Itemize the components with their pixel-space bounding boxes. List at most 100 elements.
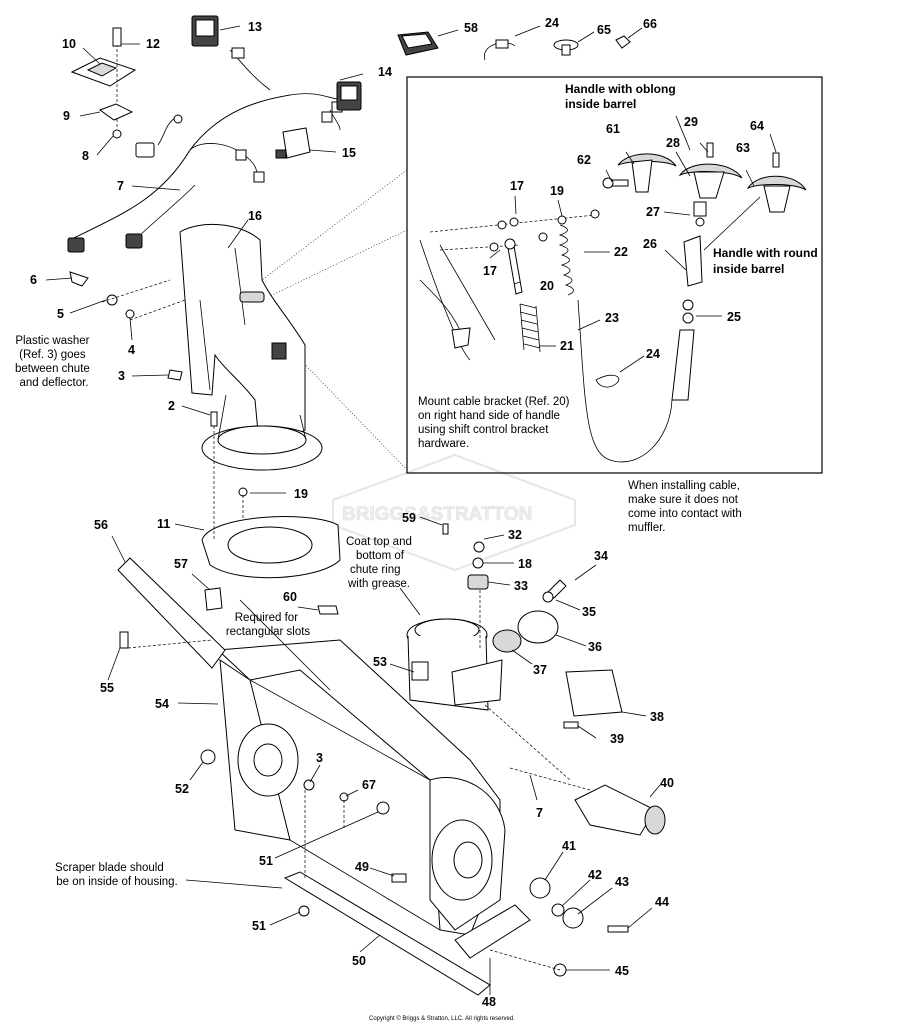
callout-62: 62	[577, 153, 591, 167]
note-plastic-washer: Plastic washer (Ref. 3) goes between chu…	[15, 335, 93, 389]
handle-28	[678, 163, 743, 199]
housing-54	[216, 639, 506, 936]
callout-45: 45	[615, 964, 629, 978]
nut-8	[112, 129, 122, 139]
callout-13: 13	[248, 20, 262, 34]
inset-washers	[489, 209, 600, 252]
inset-handle	[419, 214, 596, 361]
connector-15	[275, 127, 311, 159]
note-handle-round: Handle with round inside barrel	[713, 246, 821, 276]
wiring-harness	[67, 47, 346, 253]
callout-60: 60	[283, 590, 297, 604]
callout-15: 15	[342, 146, 356, 160]
note-handle-oblong: Handle with oblong inside barrel	[565, 82, 679, 111]
callout-54: 54	[155, 697, 169, 711]
skid-48	[454, 904, 531, 959]
callout-5: 5	[57, 307, 64, 321]
drive-parts	[442, 523, 666, 933]
inset-leader-lines	[261, 169, 408, 471]
callout-22: 22	[614, 245, 628, 259]
tie-24	[595, 374, 620, 388]
callout-39: 39	[610, 732, 624, 746]
callout-28: 28	[666, 136, 680, 150]
callout-3b: 3	[316, 751, 323, 765]
callout-48: 48	[482, 995, 496, 1009]
callout-16: 16	[248, 209, 262, 223]
screw-62	[602, 177, 629, 189]
callout-numbers: 13 12 10 9 8 7 14 15 58 24 65 66 16 6 5 …	[30, 16, 764, 1009]
plate-9	[98, 103, 134, 121]
note-required-slots: Required for rectangular slots	[226, 612, 311, 638]
note-coat-chute: Coat top and bottom of chute ring with g…	[346, 536, 415, 590]
callout-2: 2	[168, 399, 175, 413]
bracket-26	[683, 201, 707, 287]
callout-11: 11	[157, 517, 170, 531]
screw-64	[772, 152, 780, 168]
callout-29: 29	[684, 115, 698, 129]
callout-58: 58	[464, 21, 478, 35]
rod-20	[504, 238, 523, 295]
callout-42: 42	[588, 868, 602, 882]
callout-57: 57	[174, 557, 188, 571]
callout-43: 43	[615, 875, 629, 889]
callout-41: 41	[562, 839, 576, 853]
chute-mount	[406, 618, 503, 711]
callout-44: 44	[655, 895, 669, 909]
note-scraper: Scraper blade should be on inside of hou…	[55, 862, 178, 888]
spring-22	[557, 215, 574, 296]
callout-27: 27	[646, 205, 660, 219]
switch-13	[191, 15, 219, 47]
callout-63: 63	[736, 141, 750, 155]
callout-55: 55	[100, 681, 114, 695]
callout-19b: 19	[550, 184, 564, 198]
callout-6: 6	[30, 273, 37, 287]
callout-8: 8	[82, 149, 89, 163]
note-mount-bracket: Mount cable bracket (Ref. 20) on right h…	[418, 396, 573, 450]
callout-67: 67	[362, 778, 376, 792]
detail-inset-box	[406, 76, 823, 474]
callout-10: 10	[62, 37, 76, 51]
callout-4: 4	[128, 343, 135, 357]
callout-14: 14	[378, 65, 392, 79]
callout-9: 9	[63, 109, 70, 123]
callout-24b: 24	[646, 347, 660, 361]
handle-63	[746, 175, 807, 213]
callout-49: 49	[355, 860, 369, 874]
callout-51: 51	[259, 854, 273, 868]
bracket-57	[204, 587, 223, 611]
callout-23: 23	[605, 311, 619, 325]
watermark-text: BRIGGS&STRATTON	[342, 504, 532, 525]
callout-21: 21	[560, 339, 574, 353]
callout-7: 7	[117, 179, 124, 193]
callout-50: 50	[352, 954, 366, 968]
spring-21	[519, 303, 541, 353]
callout-17b: 17	[483, 264, 497, 278]
screw-29	[706, 142, 714, 158]
callout-35: 35	[582, 605, 596, 619]
callout-7b: 7	[536, 806, 543, 820]
callout-64: 64	[750, 119, 764, 133]
callout-12: 12	[146, 37, 160, 51]
switch-14	[336, 81, 362, 111]
callout-34: 34	[594, 549, 608, 563]
callout-38: 38	[650, 710, 664, 724]
callout-25: 25	[727, 310, 741, 324]
callout-61: 61	[606, 122, 620, 136]
cable-23	[577, 299, 695, 463]
callout-24: 24	[545, 16, 559, 30]
callout-59: 59	[402, 511, 416, 525]
copyright: Copyright © Briggs & Stratton, LLC. All …	[369, 1015, 515, 1022]
callout-33: 33	[514, 579, 528, 593]
callout-36: 36	[588, 640, 602, 654]
chute-16	[179, 223, 306, 439]
leader-lines	[45, 25, 777, 995]
callout-37: 37	[533, 663, 547, 677]
notes: Plastic washer (Ref. 3) goes between chu…	[15, 82, 821, 888]
callout-56: 56	[94, 518, 108, 532]
top-small-parts	[397, 31, 631, 61]
chute-ring-11	[201, 516, 341, 579]
callout-20: 20	[540, 279, 554, 293]
callout-66: 66	[643, 17, 657, 31]
callout-32: 32	[508, 528, 522, 542]
